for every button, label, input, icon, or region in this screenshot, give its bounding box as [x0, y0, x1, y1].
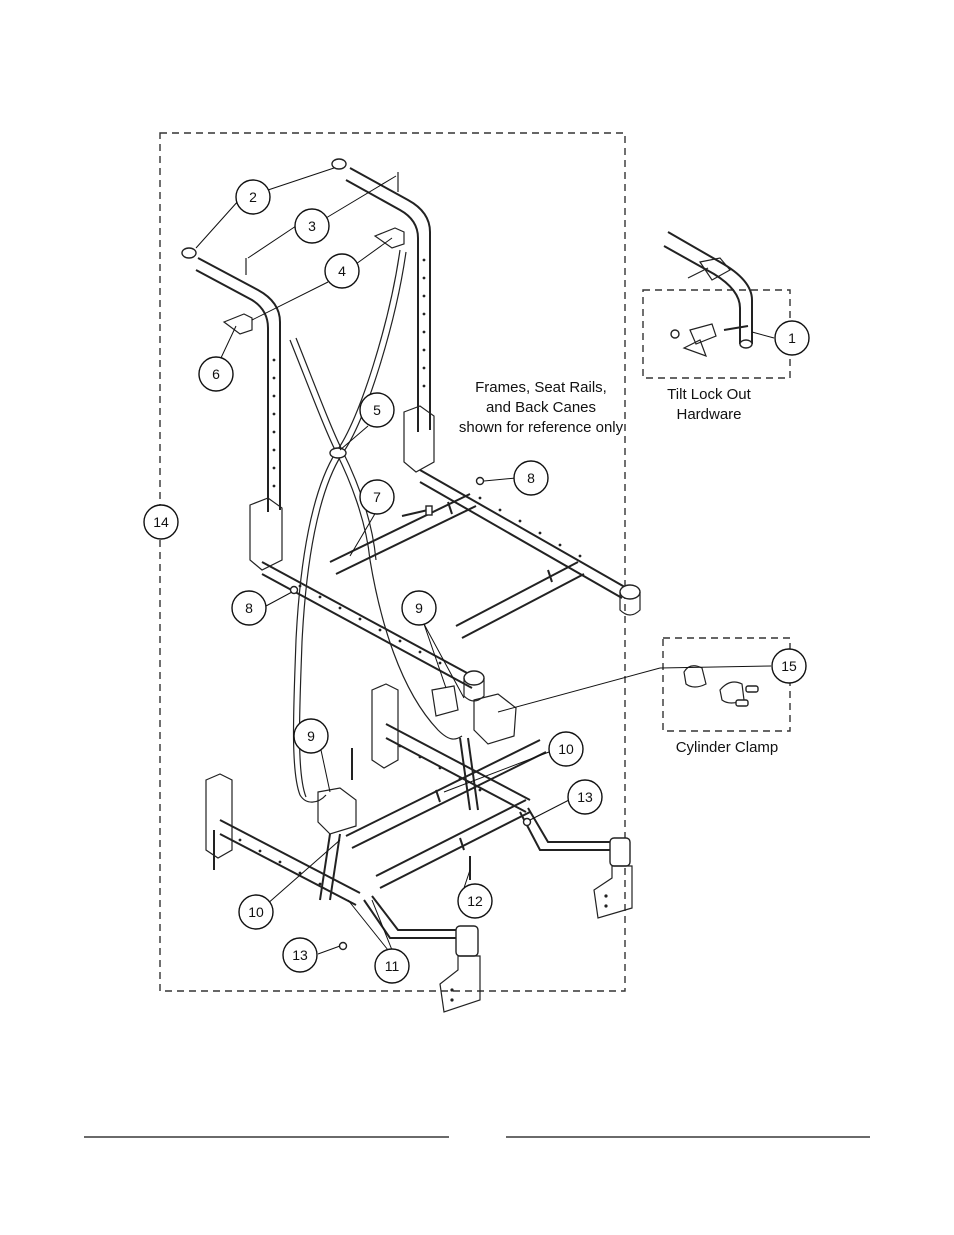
svg-text:1: 1 — [788, 330, 796, 346]
svg-text:10: 10 — [248, 904, 264, 920]
leader-lines — [195, 167, 775, 955]
callout-13-rear: 13 — [567, 779, 603, 815]
callout-12: 12 — [457, 883, 493, 919]
callout-9-lower: 9 — [293, 718, 329, 754]
tilt-lock-caption: Tilt Lock Out Hardware — [667, 386, 751, 423]
nut-8-right — [475, 476, 485, 486]
tilt-lock-caption-line1: Tilt Lock Out — [667, 386, 751, 403]
bolt-7 — [401, 505, 433, 517]
callout-8-right: 8 — [513, 460, 549, 496]
back-canes — [181, 158, 431, 512]
callout-11: 11 — [374, 948, 410, 984]
callout-15: 15 — [771, 648, 807, 684]
callout-9-upper: 9 — [401, 590, 437, 626]
callout-7: 7 — [359, 479, 395, 515]
callout-2: 2 — [235, 179, 271, 215]
nut-13-rear — [522, 817, 532, 827]
cylinder-clamp-caption: Cylinder Clamp — [676, 739, 779, 756]
callout-10-lower: 10 — [238, 894, 274, 930]
svg-text:15: 15 — [781, 658, 797, 674]
reference-note-line2: and Back Canes — [486, 399, 596, 416]
reference-note-line3: shown for reference only — [459, 419, 624, 436]
cylinder-clamp-detail — [683, 665, 759, 707]
svg-text:8: 8 — [527, 470, 535, 486]
svg-text:11: 11 — [385, 958, 400, 974]
svg-text:9: 9 — [415, 600, 423, 616]
tilt-lock-levers — [222, 227, 405, 335]
callout-6: 6 — [198, 356, 234, 392]
base-frame — [205, 683, 633, 1013]
seat-frame — [249, 405, 641, 702]
tilt-lock-boundary — [642, 289, 791, 379]
callout-3: 3 — [294, 208, 330, 244]
svg-text:13: 13 — [577, 789, 593, 805]
svg-text:10: 10 — [558, 741, 574, 757]
svg-text:8: 8 — [245, 600, 253, 616]
svg-text:13: 13 — [292, 947, 308, 963]
callout-13-front: 13 — [282, 937, 318, 973]
callout-1: 1 — [774, 320, 810, 356]
svg-text:14: 14 — [153, 514, 169, 530]
callout-5: 5 — [359, 392, 395, 428]
svg-text:9: 9 — [307, 728, 315, 744]
callout-4: 4 — [324, 253, 360, 289]
callout-8-left: 8 — [231, 590, 267, 626]
reference-note-line1: Frames, Seat Rails, — [475, 379, 607, 396]
tilt-lock-detail — [663, 231, 753, 358]
tilt-lock-caption-line2: Hardware — [676, 406, 741, 423]
callout-14: 14 — [143, 504, 179, 540]
svg-text:3: 3 — [308, 218, 316, 234]
svg-text:6: 6 — [212, 366, 220, 382]
reference-note: Frames, Seat Rails, and Back Canes shown… — [459, 379, 624, 436]
assembly-boundary-14 — [159, 132, 626, 992]
svg-text:5: 5 — [373, 402, 381, 418]
callout-10-upper: 10 — [548, 731, 584, 767]
nut-8-left — [289, 585, 299, 595]
svg-text:2: 2 — [249, 189, 257, 205]
svg-text:7: 7 — [373, 489, 381, 505]
cylinder-clamp-boundary — [662, 637, 791, 732]
nut-13-front — [338, 941, 348, 951]
svg-text:4: 4 — [338, 263, 346, 279]
svg-text:12: 12 — [467, 893, 483, 909]
